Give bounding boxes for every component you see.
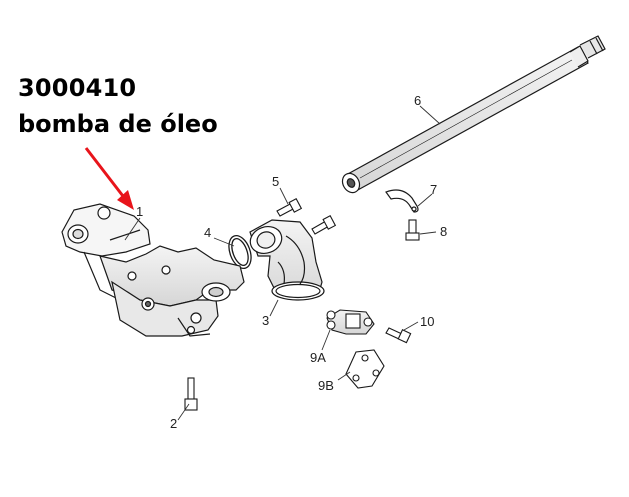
leader-lines: [124, 105, 441, 421]
leader-3: [269, 299, 279, 317]
leader-10: [403, 321, 419, 331]
part-3-elbow: [249, 219, 325, 301]
part-1-oil-pump: [61, 203, 245, 337]
callout-8: 8: [440, 224, 448, 239]
part-name: bomba de óleo: [18, 110, 218, 138]
part-9a-valve: [326, 309, 375, 335]
part-5-bolt: [276, 197, 303, 217]
leader-8: [419, 231, 437, 235]
leader-2: [177, 403, 190, 421]
part-7-clip: [385, 189, 419, 213]
callout-6: 6: [414, 93, 422, 108]
leader-4: [213, 237, 235, 247]
callout-2: 2: [170, 416, 178, 431]
leader-9a: [321, 329, 331, 351]
leader-1: [124, 217, 141, 241]
callout-7: 7: [430, 182, 438, 197]
leader-7: [417, 193, 433, 207]
part-6-tube: [341, 35, 606, 194]
part-8-bolt: [405, 219, 420, 241]
part-5b-bolt: [311, 214, 337, 235]
callout-5: 5: [272, 174, 280, 189]
red-arrow-icon: [84, 147, 134, 210]
part-9b-plate: [345, 349, 385, 389]
callout-10: 10: [420, 314, 435, 329]
leader-9b: [337, 371, 351, 381]
part-2-bolt: [184, 377, 198, 411]
part-10-bolt: [385, 327, 412, 344]
callout-3: 3: [262, 313, 270, 328]
callout-4: 4: [204, 225, 212, 240]
callout-9b: 9B: [318, 378, 334, 393]
part-code: 3000410: [18, 74, 137, 102]
leader-5: [279, 187, 289, 205]
part-4-oring: [228, 235, 252, 269]
callout-1: 1: [136, 204, 144, 219]
callout-9a: 9A: [310, 350, 326, 365]
leader-6: [419, 105, 441, 125]
